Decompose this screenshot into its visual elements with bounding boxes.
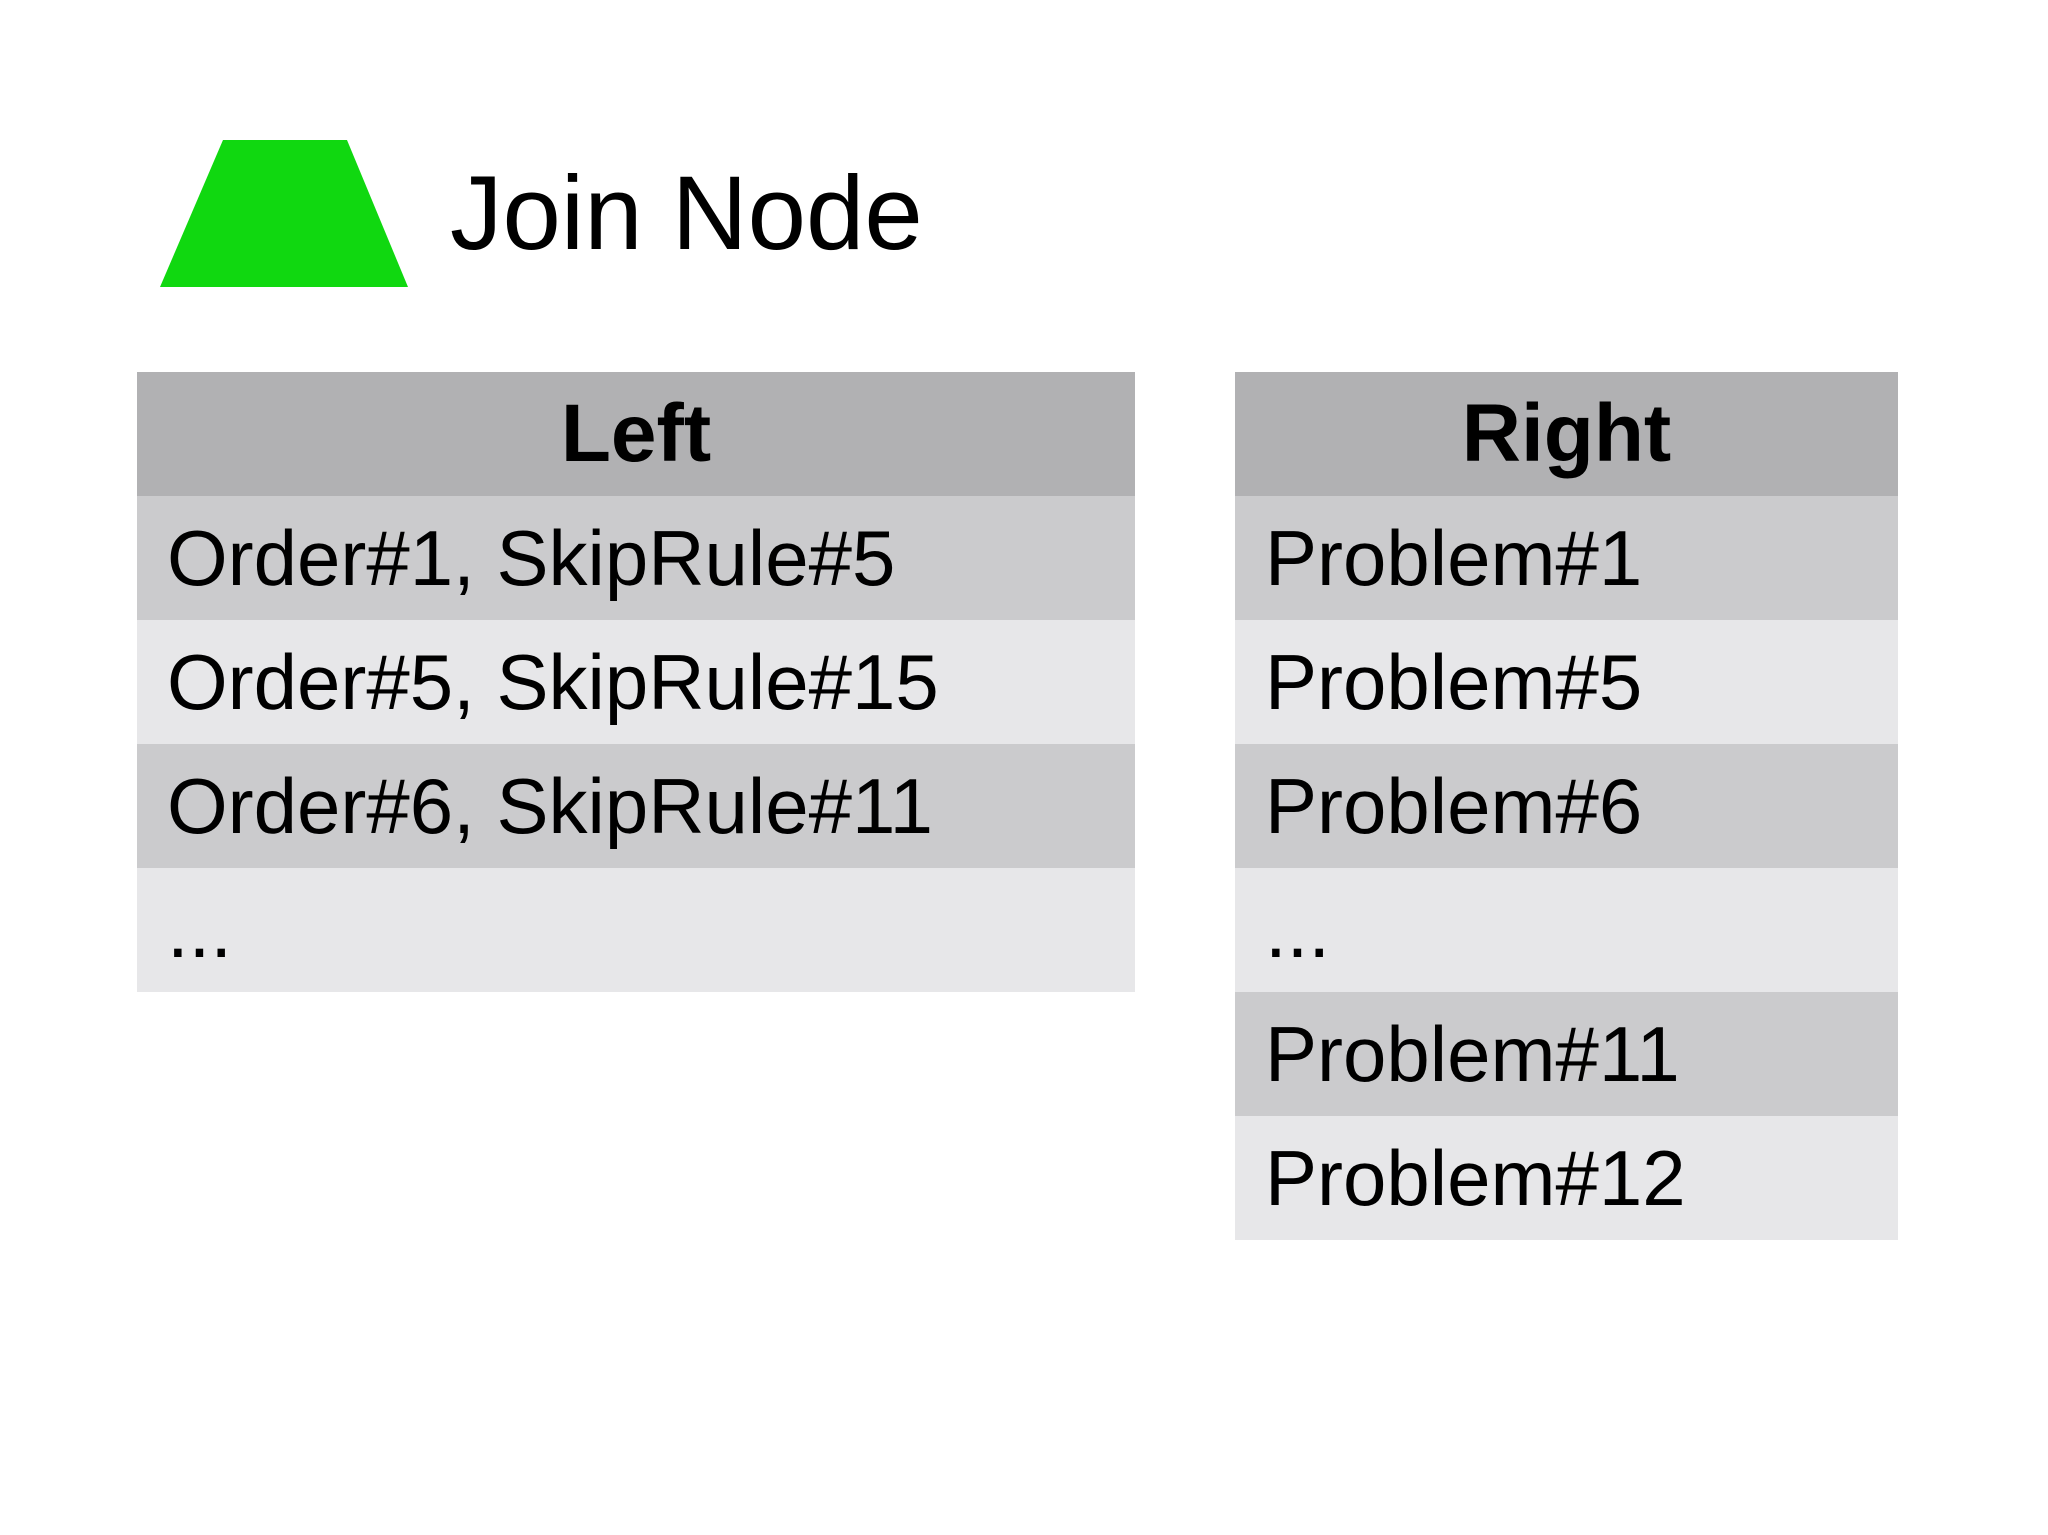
join-node-trapezoid-icon (160, 140, 408, 287)
table-row: Problem#5 (1235, 620, 1898, 744)
table-row: Problem#1 (1235, 496, 1898, 620)
table-row: Order#1, SkipRule#5 (137, 496, 1135, 620)
table-row: Order#5, SkipRule#15 (137, 620, 1135, 744)
table-row: ... (137, 868, 1135, 992)
right-table-header: Right (1235, 372, 1898, 496)
table-row: Order#6, SkipRule#11 (137, 744, 1135, 868)
table-row: Problem#6 (1235, 744, 1898, 868)
table-row: ... (1235, 868, 1898, 992)
join-node-label: Join Node (450, 155, 923, 272)
left-table-header: Left (137, 372, 1135, 496)
table-row: Problem#12 (1235, 1116, 1898, 1240)
table-row: Problem#11 (1235, 992, 1898, 1116)
